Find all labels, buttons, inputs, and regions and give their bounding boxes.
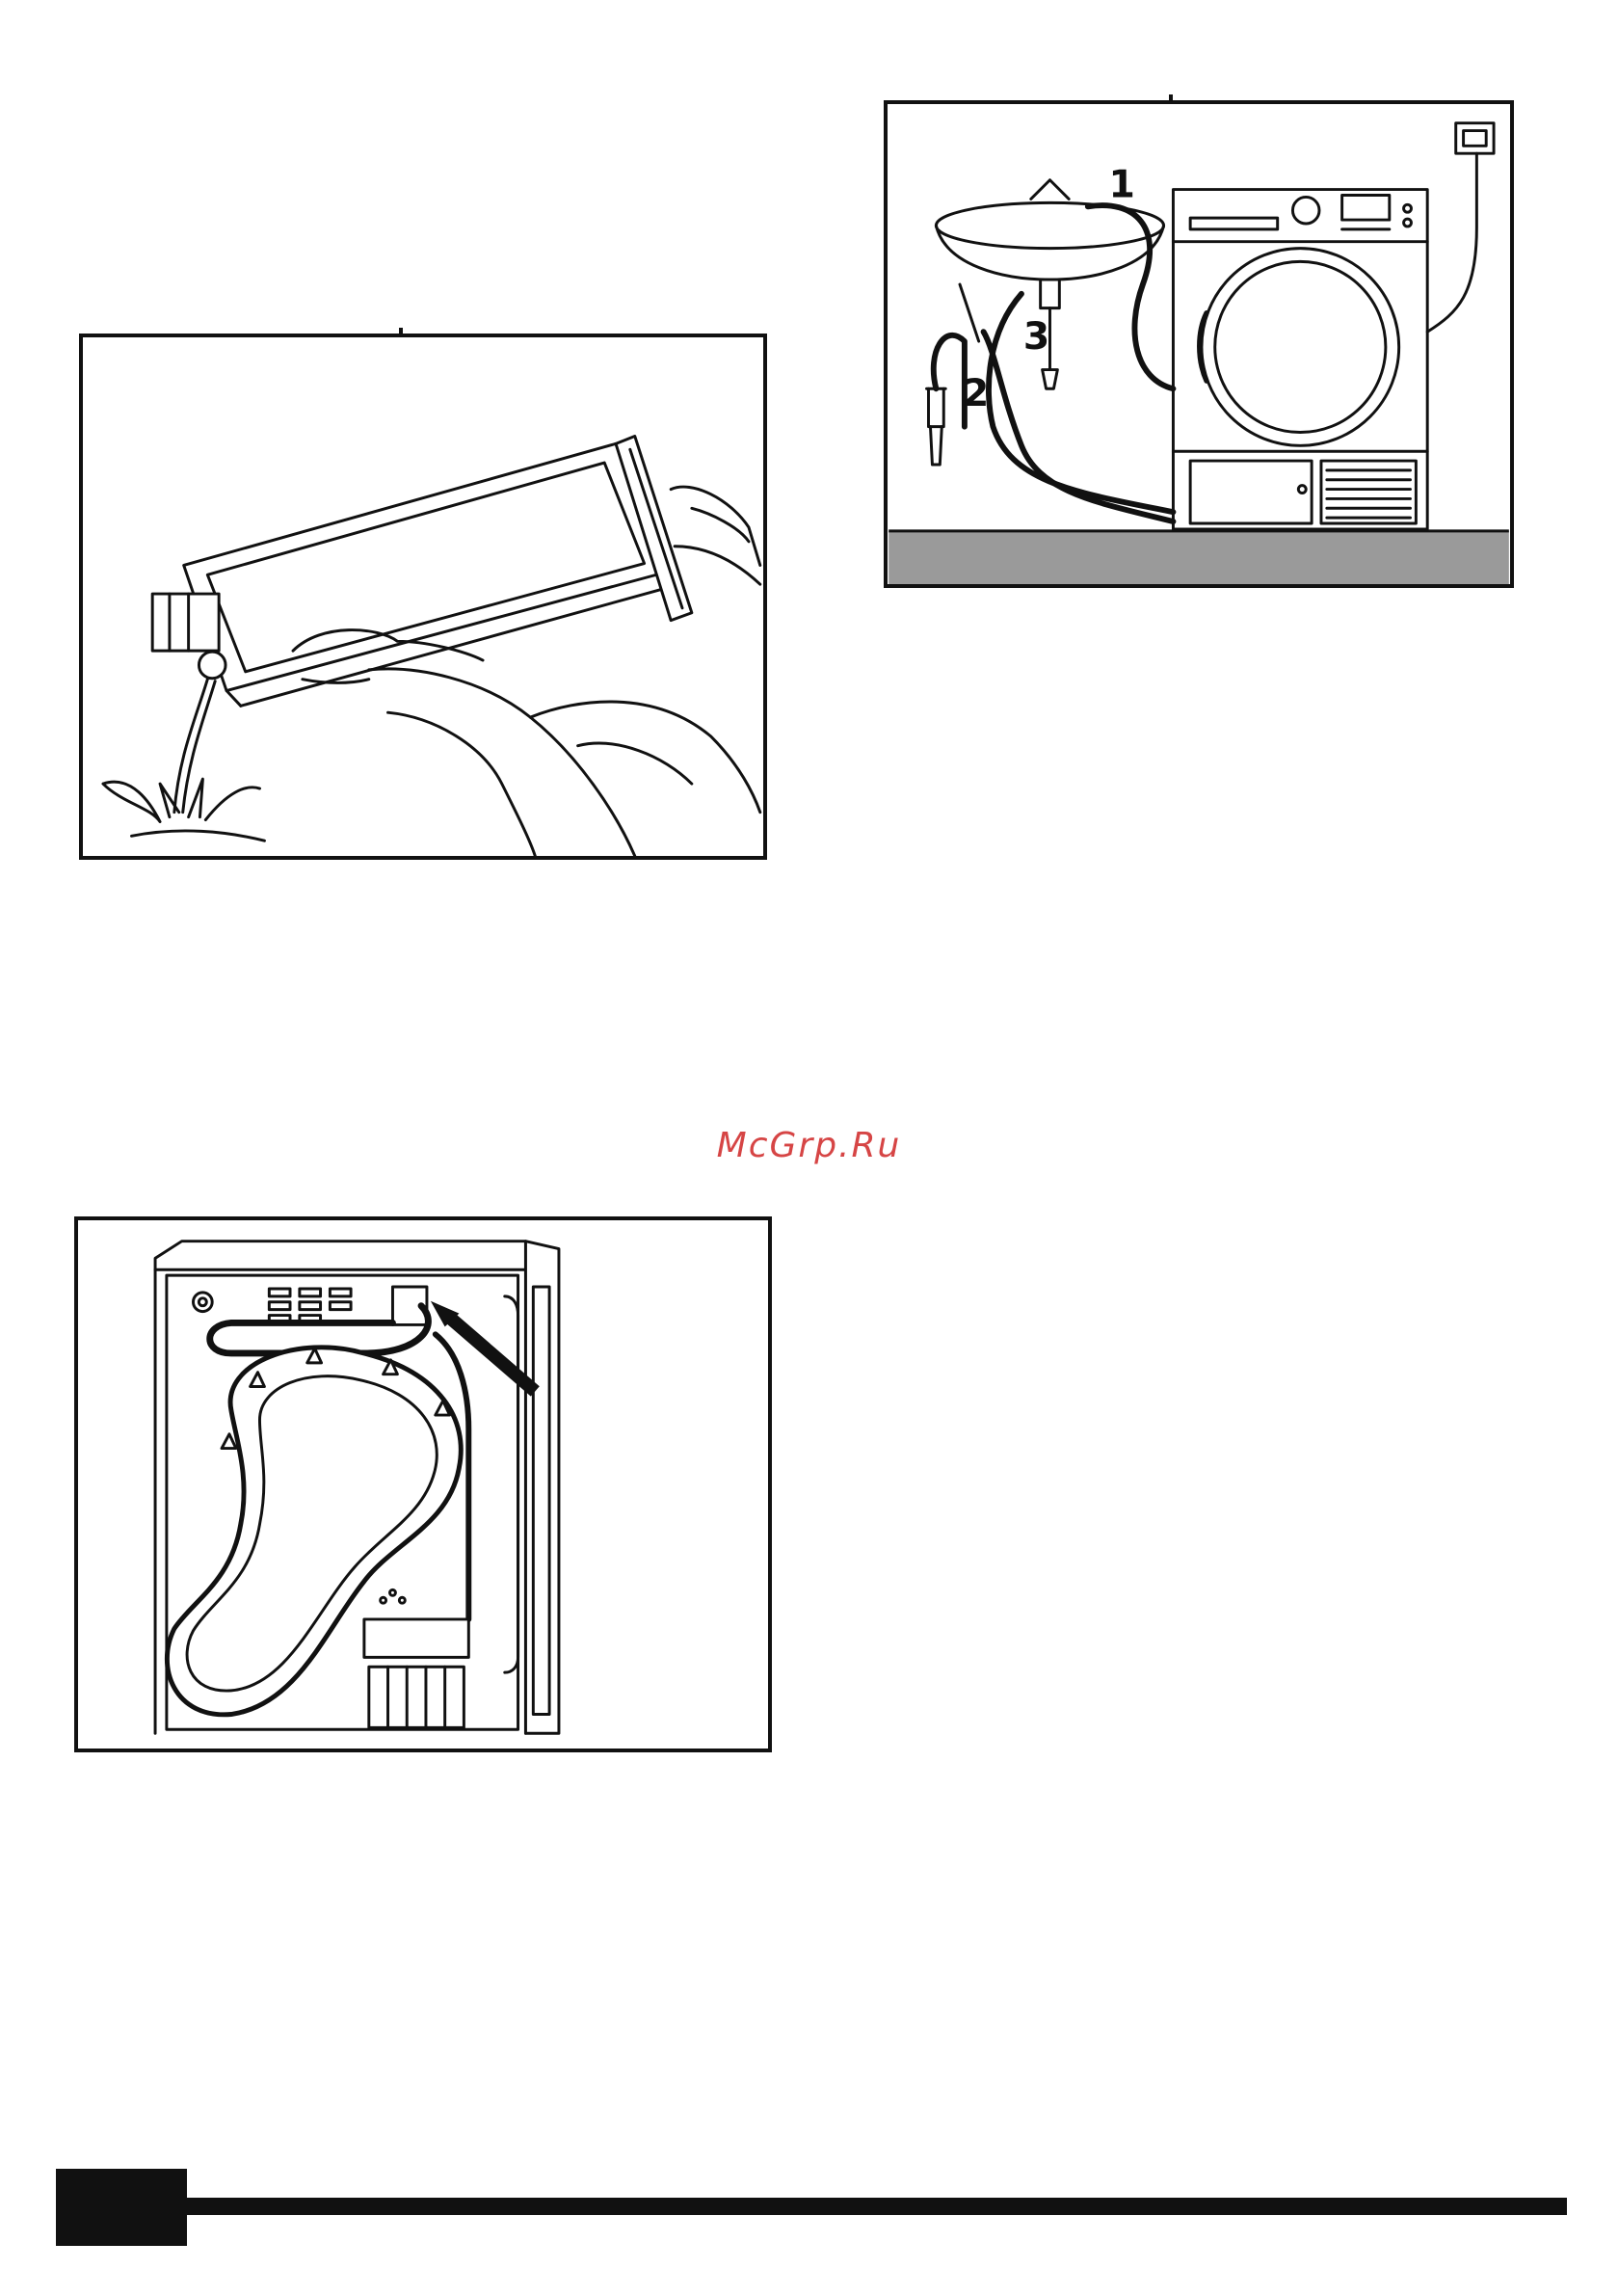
callout-3: 3: [1023, 314, 1049, 359]
water-tank-figure: [79, 334, 767, 860]
watermark: McGrp.Ru: [0, 1126, 1618, 1165]
dryer-back-figure: [74, 1216, 772, 1752]
water-tank-emptying-icon: [83, 337, 763, 856]
drain-hose-figure: 1 2 3: [884, 100, 1514, 588]
callout-2: 2: [963, 371, 989, 415]
callout-1: 1: [1109, 162, 1135, 206]
drain-hose-connection-icon: 1 2 3: [888, 104, 1510, 584]
footer-rule: [183, 2198, 1567, 2215]
page-number-badge: [56, 2169, 187, 2246]
dryer-back-panel-icon: [78, 1220, 768, 1749]
